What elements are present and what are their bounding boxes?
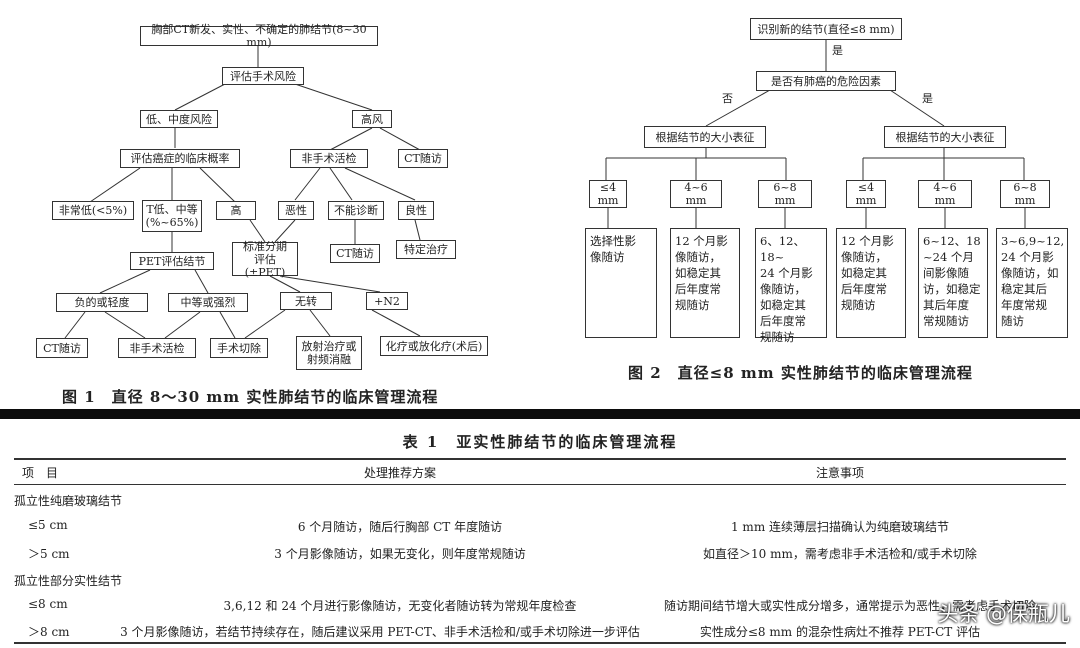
fig1-high-probability-node: 高: [216, 201, 256, 220]
table-bottom-rule: [14, 642, 1066, 644]
fig1-low-mid-risk-node: 低、中度风险: [140, 110, 218, 128]
table-row-1-item: ≤5 cm: [28, 518, 68, 532]
table-row-4-notes: 实性成分≤8 mm 的混杂性病灶不推荐 PET-CT 评估: [699, 625, 981, 639]
fig1-chemo-node: 化疗或放化疗(术后): [380, 336, 488, 356]
fig2-action-2: 12 个月影 像随访， 如稳定其 后年度常 规随访: [670, 228, 740, 338]
fig1-undiagnosed-node: 不能诊断: [328, 201, 384, 220]
fig2-size-node-right: 根据结节的大小表征: [884, 126, 1006, 148]
fig1-root-node: 胸部CT新发、实性、不确定的肺结节(8~30 mm): [140, 23, 378, 49]
table-header-rule: [14, 484, 1066, 485]
fig1-nonsurgical-biopsy-node: 非手术活检: [290, 149, 368, 168]
fig1-assess-probability-node: 评估癌症的临床概率: [120, 149, 240, 168]
fig2-size-node-left: 根据结节的大小表征: [644, 126, 766, 148]
fig1-surgical-resection-node: 手术切除: [210, 338, 268, 358]
table-row-1-notes: 1 mm 连续薄层扫描确认为纯磨玻璃结节: [730, 520, 950, 534]
table-row-3-recommendation: 3,6,12 和 24 个月进行影像随访，无变化者随访转为常规年度检查: [223, 599, 577, 613]
fig1-specific-treatment-node: 特定治疗: [396, 240, 456, 259]
fig2-action-3: 6、12、18~ 24 个月影 像随访， 如稳定其 后年度常 规随访: [755, 228, 827, 344]
fig2-size-le4-right: ≤4 mm: [846, 180, 886, 208]
fig1-benign-node: 良性: [398, 201, 434, 220]
fig2-size-4-6-right: 4~6 mm: [918, 180, 972, 208]
fig2-action-5: 6~12、18 ~24 个月 间影像随 访，如稳定 其后年度 常规随访: [918, 228, 988, 338]
watermark: 头条 @保瓶儿: [937, 602, 1070, 626]
fig1-malignant-node: 恶性: [278, 201, 314, 220]
table-header-recommendation: 处理推荐方案: [363, 466, 436, 480]
fig2-root-node: 识别新的结节(直径≤8 mm): [750, 18, 902, 40]
fig2-action-6: 3~6,9~12, 24 个月影 像随访，如 稳定其后 年度常规 随访: [996, 228, 1068, 338]
fig1-high-risk-node: 高风: [352, 110, 392, 128]
table-row-4-item: ＞8 cm: [28, 625, 70, 639]
fig2-size-4-6-left: 4~6 mm: [670, 180, 722, 208]
fig2-yes-label: 是: [922, 92, 933, 105]
fig1-no-metastasis-node: 无转: [280, 292, 332, 310]
fig2-size-6-8-right: 6~8 mm: [1000, 180, 1050, 208]
table-row-2-recommendation: 3 个月影像随访，如果无变化，则年度常规随访: [274, 547, 526, 561]
fig1-low-mid-probability-node: T低、中等 (%~65%): [142, 200, 202, 232]
table-row-3-notes: 随访期间结节增大或实性成分增多，通常提示为恶性，需考虑手术切除: [663, 599, 1036, 613]
table-group-part-solid: 孤立性部分实性结节: [14, 574, 123, 588]
table-row-2-item: ＞5 cm: [28, 547, 70, 561]
table-group-pure-ggn: 孤立性纯磨玻璃结节: [14, 494, 123, 508]
fig1-caption: 图 1 直径 8～30 mm 实性肺结节的临床管理流程: [62, 388, 439, 406]
fig1-radiotherapy-node: 放射治疗或 射频消融: [296, 336, 362, 370]
table-row-1-recommendation: 6 个月随访，随后行胸部 CT 年度随访: [297, 520, 503, 534]
fig2-caption: 图 2 直径≤8 mm 实性肺结节的临床管理流程: [628, 364, 973, 382]
table-row-2-notes: 如直径＞10 mm，需考虑非手术活检和/或手术切除: [703, 547, 977, 561]
fig1-staging-node: 标准分期 评估(±PET): [232, 240, 298, 279]
fig1-negative-mild-node: 负的或轻度: [56, 293, 148, 312]
fig2-action-1: 选择性影 像随访: [585, 228, 657, 338]
fig1-nonsurgical-biopsy-node-2: 非手术活检: [118, 338, 196, 358]
table-row-4-recommendation: 3 个月影像随访，若结节持续存在，随后建议采用 PET-CT、非手术活检和/或手…: [120, 625, 640, 639]
fig1-very-low-node: 非常低(<5%): [52, 201, 134, 220]
table-header-notes: 注意事项: [815, 466, 864, 480]
fig1-ct-followup-node-3: CT随访: [36, 338, 88, 358]
table-row-3-item: ≤8 cm: [28, 597, 68, 611]
fig1-assess-surgical-risk-node: 评估手术风险: [222, 67, 304, 85]
fig2-yes-label-top: 是: [832, 44, 843, 57]
table-title: 表 1 亚实性肺结节的临床管理流程: [402, 433, 678, 451]
fig2-risk-factor-node: 是否有肺癌的危险因素: [756, 71, 896, 91]
section-divider: [0, 409, 1080, 419]
fig2-size-6-8-left: 6~8 mm: [758, 180, 812, 208]
table-header-item: 项 目: [22, 466, 59, 480]
fig2-action-4: 12 个月影 像随访， 如稳定其 后年度常 规随访: [836, 228, 906, 338]
table-top-rule: [14, 458, 1066, 460]
fig2-size-le4-left: ≤4 mm: [589, 180, 627, 208]
fig2-no-label: 否: [722, 92, 733, 105]
fig1-pet-evaluation-node: PET评估结节: [130, 252, 214, 270]
fig1-n2-node: +N2: [366, 292, 408, 310]
fig1-ct-followup-node-2: CT随访: [330, 244, 380, 263]
fig1-ct-followup-node-1: CT随访: [398, 149, 448, 168]
fig1-moderate-strong-node: 中等或强烈: [168, 293, 248, 312]
